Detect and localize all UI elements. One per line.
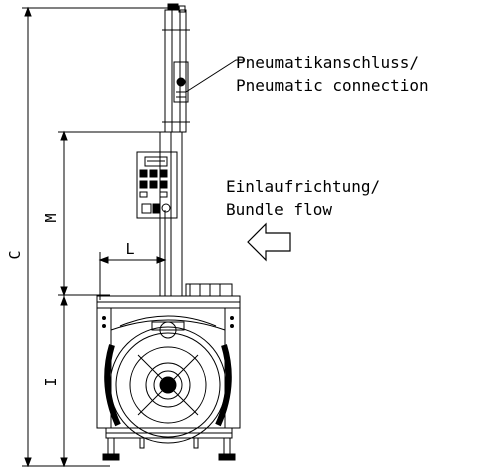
dim-label-l: L: [125, 240, 134, 258]
dim-label-c: C: [6, 250, 24, 259]
pneumatic-label-en: Pneumatic connection: [236, 76, 429, 95]
pneumatic-unit: [173, 61, 189, 103]
mast: [159, 3, 190, 297]
dim-label-m: M: [42, 213, 60, 222]
bundle-flow-arrow-icon: [247, 222, 291, 262]
pneumatic-label-de: Pneumatikanschluss/: [236, 53, 419, 72]
control-box: [136, 151, 178, 219]
machine-body: [96, 283, 241, 461]
dim-label-i: I: [42, 377, 60, 386]
pneumatic-leader: [185, 59, 245, 93]
flow-label-en: Bundle flow: [226, 200, 332, 219]
dimension-lines: [22, 6, 180, 467]
flow-label-de: Einlaufrichtung/: [226, 177, 380, 196]
dimension-labels: C M I L: [6, 213, 135, 386]
